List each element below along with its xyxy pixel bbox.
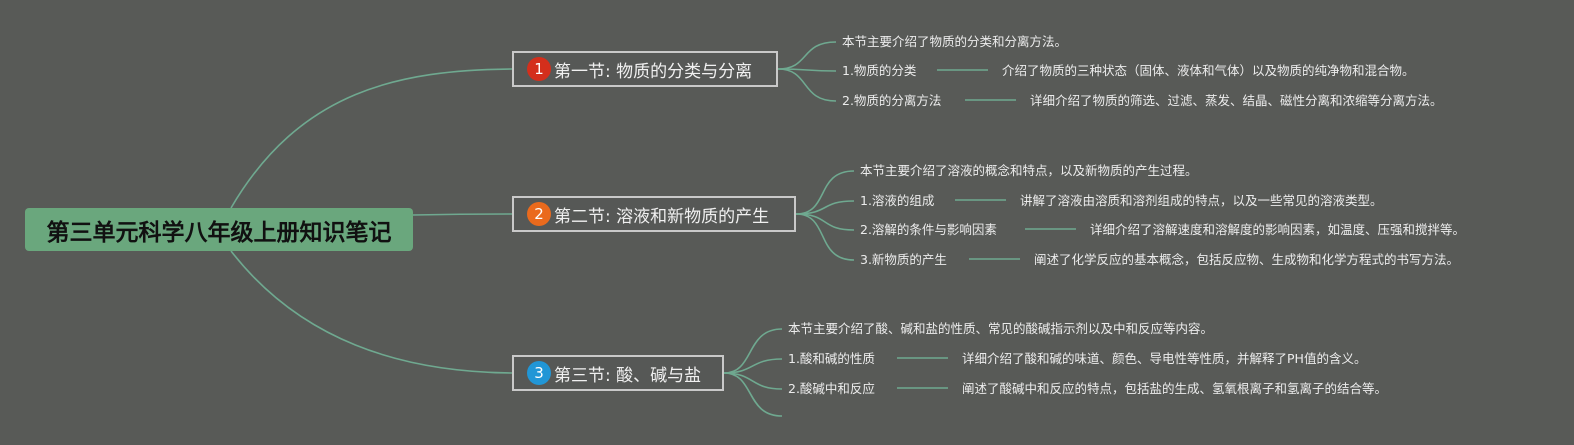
section-1-summary[interactable]: 本节主要介绍了物质的分类和分离方法。 — [842, 34, 1068, 49]
section-badge-2: 2 — [527, 202, 551, 226]
root-title: 第三单元科学八年级上册知识笔记 — [46, 219, 392, 246]
s1-to-summary — [777, 41, 837, 70]
section-3-topic-1-detail[interactable]: 详细介绍了酸和碱的味道、颜色、导电性等性质，并解释了PH值的含义。 — [962, 351, 1367, 366]
section-3-topic-2-label[interactable]: 2.酸碱中和反应 — [788, 381, 875, 396]
section-3-topic-1-label[interactable]: 1.酸和碱的性质 — [788, 351, 875, 366]
s3-to-topic-2 — [723, 372, 783, 390]
section-1-topic-1-detail[interactable]: 介绍了物质的三种状态（固体、液体和气体）以及物质的纯净物和混合物。 — [1002, 63, 1415, 78]
section-title-2: 第二节: 溶液和新物质的产生 — [554, 206, 770, 227]
s2-to-topic-1 — [795, 200, 855, 215]
section-3-summary[interactable]: 本节主要介绍了酸、碱和盐的性质、常见的酸碱指示剂以及中和反应等内容。 — [788, 321, 1214, 336]
section-node-1[interactable]: 1 第一节: 物质的分类与分离 — [512, 51, 778, 87]
s3-to-empty — [723, 372, 783, 417]
s2-to-topic-2 — [795, 213, 855, 231]
s2-to-summary — [795, 170, 855, 215]
section-node-3[interactable]: 3 第三节: 酸、碱与盐 — [512, 355, 724, 391]
section-badge-1: 1 — [527, 57, 551, 81]
section-1-topic-1-label[interactable]: 1.物质的分类 — [842, 63, 917, 78]
root-to-section-3 — [230, 250, 513, 374]
section-2-topic-2-detail[interactable]: 详细介绍了溶解速度和溶解度的影响因素，如温度、压强和搅拌等。 — [1090, 222, 1466, 237]
s2-to-topic-3 — [795, 213, 855, 261]
section-1-topic-2-detail[interactable]: 详细介绍了物质的筛选、过滤、蒸发、结晶、磁性分离和浓缩等分离方法。 — [1030, 93, 1443, 108]
section-badge-3: 3 — [527, 361, 551, 385]
root-to-section-1 — [230, 68, 513, 209]
section-2-topic-3-detail[interactable]: 阐述了化学反应的基本概念，包括反应物、生成物和化学方程式的书写方法。 — [1034, 252, 1460, 267]
section-2-topic-1-detail[interactable]: 讲解了溶液由溶质和溶剂组成的特点，以及一些常见的溶液类型。 — [1020, 193, 1383, 208]
root-node[interactable]: 第三单元科学八年级上册知识笔记 — [25, 208, 413, 251]
section-1-topic-2-label[interactable]: 2.物质的分离方法 — [842, 93, 942, 108]
s3-to-summary — [723, 328, 783, 374]
section-2-summary[interactable]: 本节主要介绍了溶液的概念和特点，以及新物质的产生过程。 — [860, 163, 1198, 178]
s1-to-topic-2 — [777, 68, 837, 102]
section-2-topic-3-label[interactable]: 3.新物质的产生 — [860, 252, 947, 267]
section-node-2[interactable]: 2 第二节: 溶液和新物质的产生 — [512, 196, 796, 232]
section-2-topic-2-label[interactable]: 2.溶解的条件与影响因素 — [860, 222, 997, 237]
section-3-topic-2-detail[interactable]: 阐述了酸碱中和反应的特点，包括盐的生成、氢氧根离子和氢离子的结合等。 — [962, 381, 1388, 396]
section-2-topic-1-label[interactable]: 1.溶液的组成 — [860, 193, 935, 208]
section-title-1: 第一节: 物质的分类与分离 — [554, 61, 753, 82]
section-title-3: 第三节: 酸、碱与盐 — [554, 365, 702, 386]
root-to-section-2 — [412, 213, 513, 216]
